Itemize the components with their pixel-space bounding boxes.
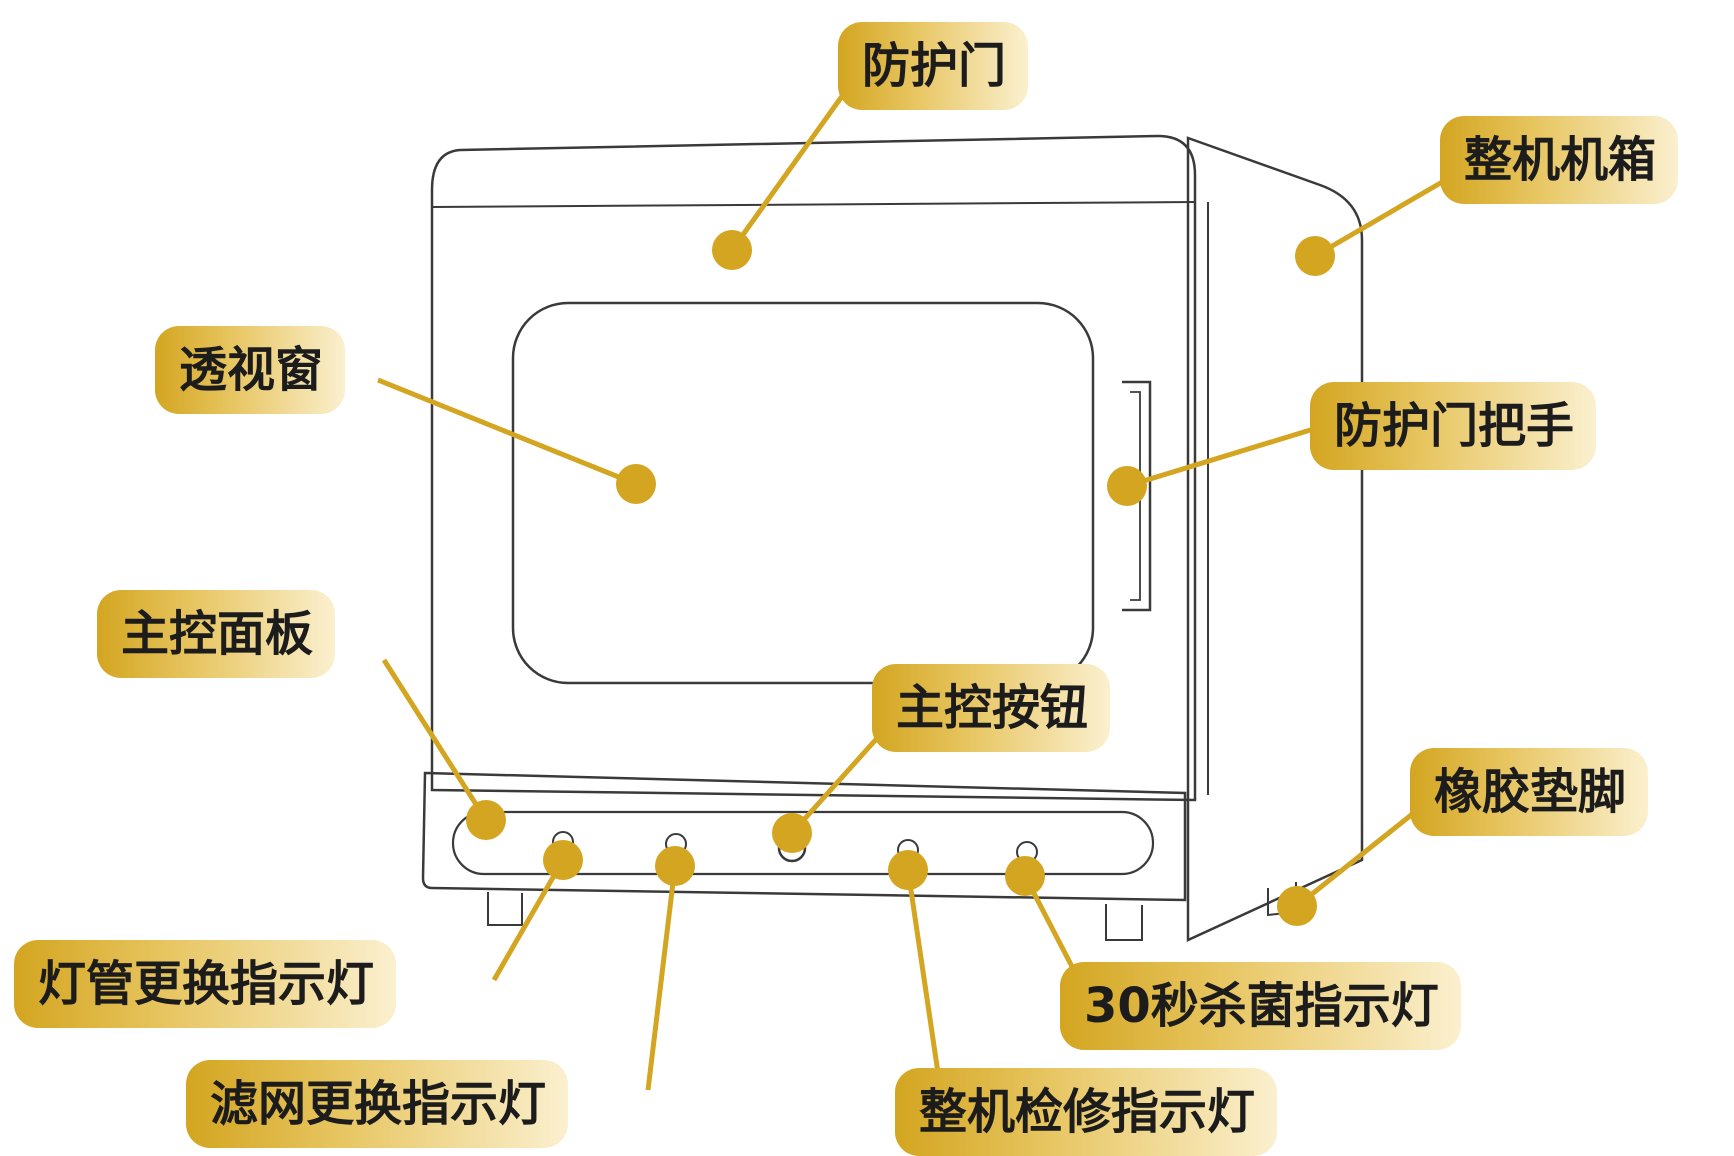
door-handle-outline [1122,380,1152,612]
cabinet-label: 整机机箱 [1440,116,1679,204]
handle-label: 防护门把手 [1310,382,1597,470]
feet-leader [1295,798,1432,908]
handle-anchor-dot [1107,466,1147,506]
door-leader [729,76,858,252]
cabinet-anchor-dot [1295,236,1335,276]
lamp-indicator-anchor-dot [543,840,583,880]
control-panel-outline [421,771,1187,902]
cabinet-side [1186,136,1364,942]
indicator-strip-outline [451,810,1155,876]
panel-leader [381,658,489,822]
window-anchor-dot [616,464,656,504]
sterilize-indicator-label: 30秒杀菌指示灯 [1060,962,1461,1050]
door-top-edge [431,201,1196,208]
filter-indicator-anchor-dot [655,846,695,886]
door-anchor-dot [712,230,752,270]
door-label: 防护门 [838,22,1029,110]
maintenance-indicator-anchor-dot [888,850,928,890]
feet-anchor-dot [1277,886,1317,926]
lamp-indicator-label: 灯管更换指示灯 [14,940,397,1028]
maintenance-indicator-label: 整机检修指示灯 [895,1068,1278,1156]
main-button-leader [790,724,890,835]
viewing-window-outline [511,301,1095,685]
callout-markers [377,76,1482,1101]
feet-label: 橡胶垫脚 [1410,748,1649,836]
door-outline [430,134,1197,802]
filter-indicator-leader [645,865,678,1091]
main-button-label: 主控按钮 [872,664,1111,752]
panel-anchor-dot [466,800,506,840]
lamp-indicator-leader [491,858,566,982]
window-leader [377,377,637,487]
sterilize-indicator-anchor-dot [1005,856,1045,896]
front-right-foot [1105,904,1143,941]
maintenance-indicator-leader [905,869,945,1101]
window-label: 透视窗 [155,326,346,414]
handle-leader [1126,421,1331,489]
filter-indicator-label: 滤网更换指示灯 [186,1060,569,1148]
panel-label: 主控面板 [97,590,336,678]
front-left-foot [487,892,523,926]
main-button-anchor-dot [772,813,812,853]
